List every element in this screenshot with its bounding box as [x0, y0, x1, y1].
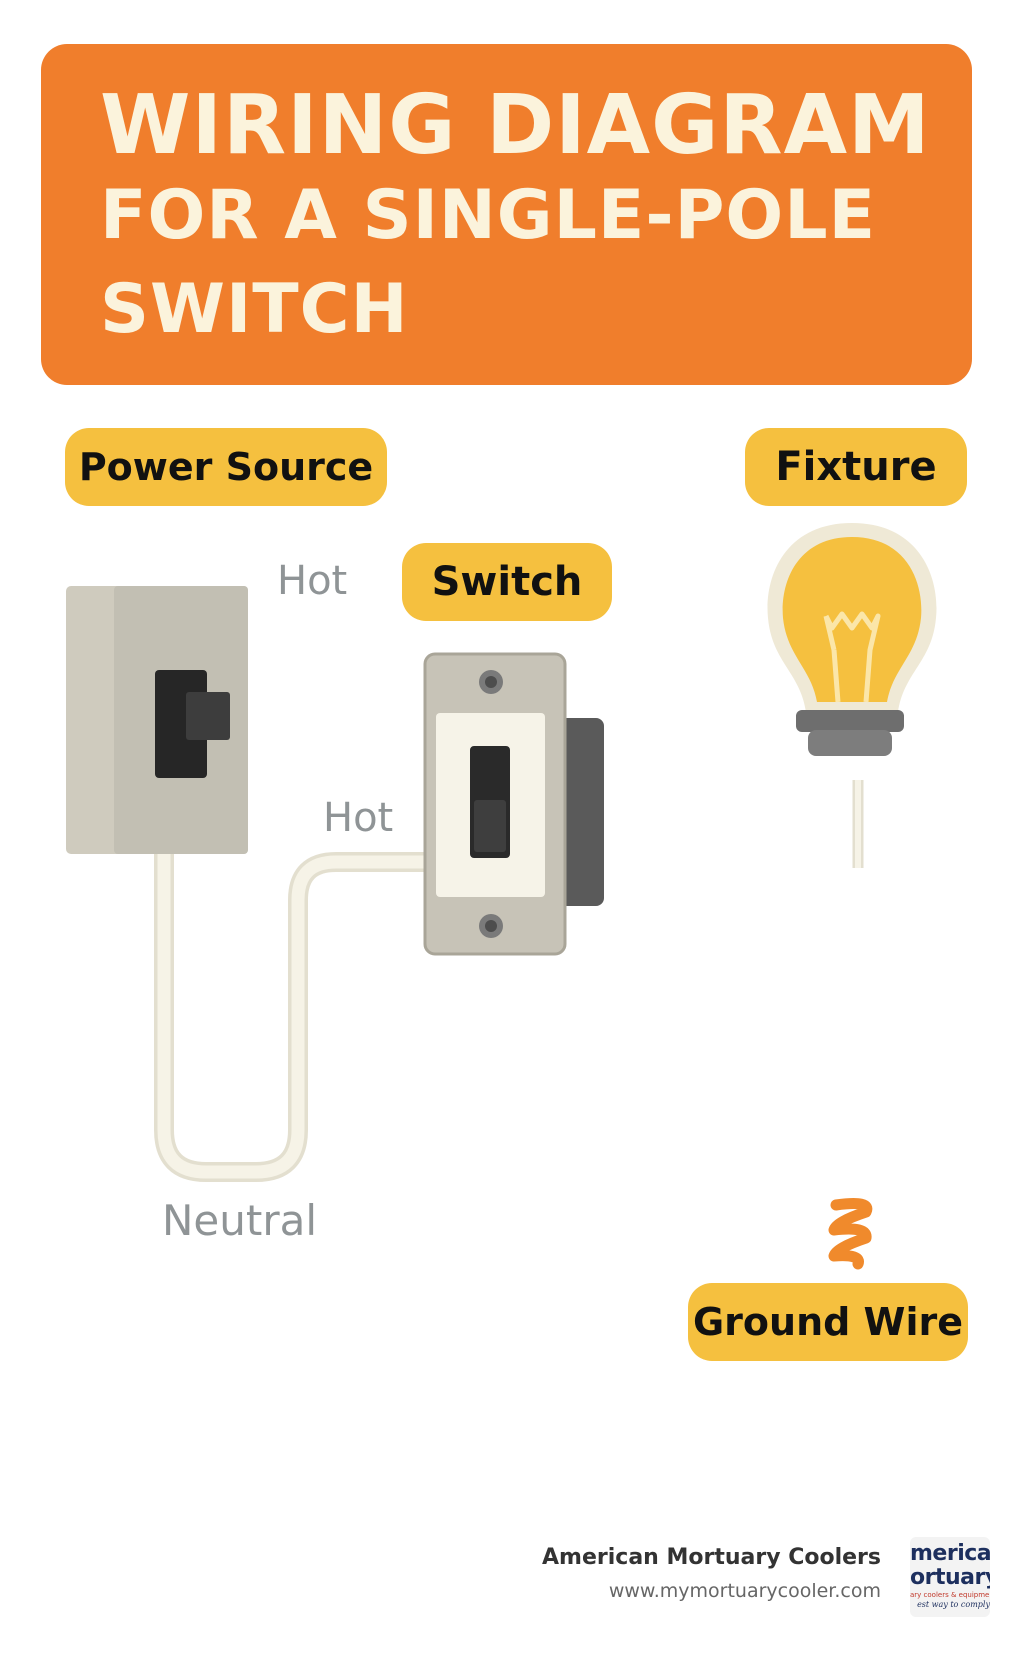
logo-text-line-1: merican: [910, 1541, 990, 1566]
footer-company-name: American Mortuary Coolers: [542, 1545, 881, 1570]
hot-wire-label-mid: Hot: [323, 795, 394, 841]
title-line-2: FOR A SINGLE-POLE: [100, 176, 877, 255]
power-source-box-icon: [66, 586, 248, 854]
light-bulb-icon: [767, 523, 937, 756]
wire-paths: [154, 780, 864, 1182]
switch-label: Switch: [402, 543, 612, 621]
fixture-label: Fixture: [745, 428, 967, 506]
title-line-1: WIRING DIAGRAM: [100, 78, 931, 173]
title-banner: [41, 44, 972, 385]
logo-text-line-2: ortuary: [910, 1565, 990, 1590]
title-line-3: SWITCH: [100, 270, 409, 349]
logo-text-line-3: ary coolers & equipment: [910, 1591, 990, 1599]
ground-wire-label: Ground Wire: [688, 1283, 968, 1361]
switch-icon: [423, 652, 604, 956]
neutral-wire-label: Neutral: [162, 1196, 318, 1245]
company-logo: merican ortuary ary coolers & equipment …: [910, 1537, 990, 1617]
logo-text-line-4: est way to comply: [917, 1600, 990, 1609]
hot-wire-label-top: Hot: [277, 558, 348, 604]
ground-spiral-icon: [828, 1198, 873, 1270]
footer-url[interactable]: www.mymortuarycooler.com: [608, 1580, 881, 1602]
power-source-label: Power Source: [65, 428, 387, 506]
